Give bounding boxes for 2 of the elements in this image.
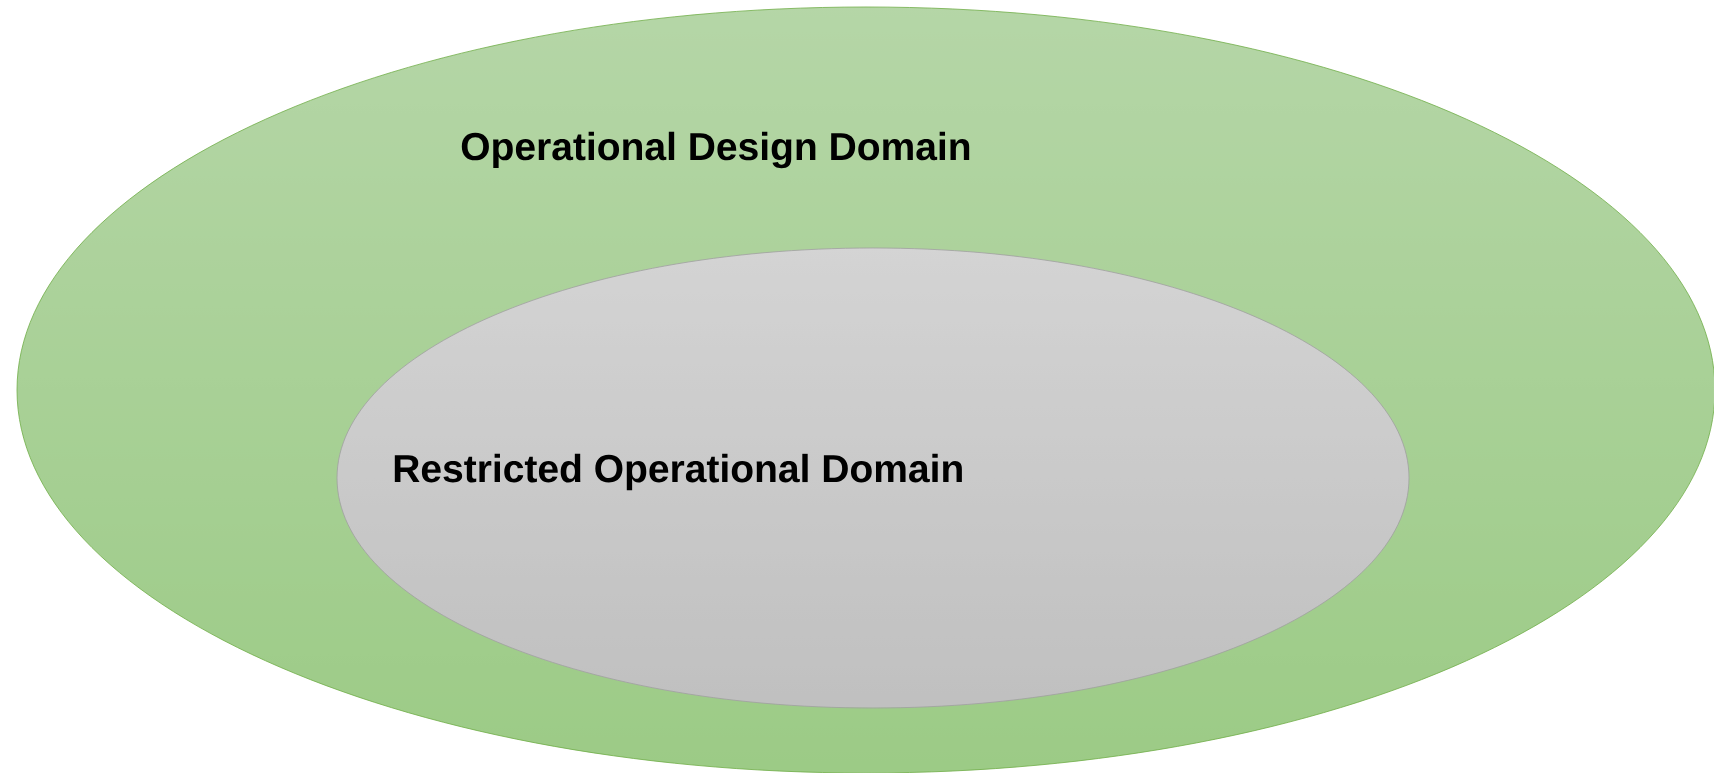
domain-label: Operational Design Domain: [461, 131, 970, 169]
domain-label: Restricted Operational Domain: [394, 453, 962, 491]
